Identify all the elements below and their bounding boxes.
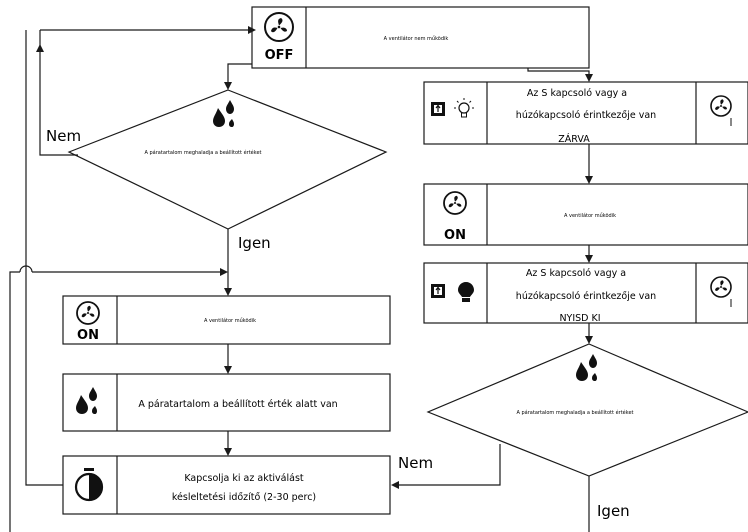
light-on-icon	[458, 282, 474, 302]
door-switch-icon	[431, 284, 445, 298]
fan-icon	[710, 276, 732, 307]
left-diamond-text: A páratartalom meghaladja a beállított é…	[145, 149, 262, 156]
humidity-decision-right: A páratartalom meghaladja a beállított é…	[426, 343, 748, 477]
fan-on-icon	[76, 301, 100, 325]
fan-off-text: A ventilátor nem működik	[384, 35, 449, 42]
humidity-decision-left: A páratartalom meghaladja a beállított é…	[67, 89, 388, 230]
fan-on-text-right: A ventilátor működik	[564, 212, 616, 219]
fan-off-box: OFF A ventilátor nem működik	[251, 6, 590, 69]
right-yes-label: Igen	[597, 502, 630, 520]
fan-on-text-left: A ventilátor működik	[204, 317, 256, 324]
switch-open-box: Az S kapcsoló vagy a húzókapcsoló érintk…	[423, 262, 748, 324]
switch-closed-box: Az S kapcsoló vagy a húzókapcsoló érintk…	[423, 81, 748, 145]
fan-on-icon	[443, 191, 467, 215]
switch-open-line2: húzókapcsoló érintkezője van	[516, 291, 656, 302]
switch-open-line1: Az S kapcsoló vagy a	[526, 268, 626, 279]
timer-line2: késleltetési időzítő (2-30 perc)	[172, 492, 316, 503]
humidity-below-text: A páratartalom a beállított érték alatt …	[138, 399, 337, 410]
fan-on-box-left: ON A ventilátor működik	[62, 295, 391, 345]
switch-closed-line3: ZÁRVA	[558, 133, 590, 145]
door-switch-icon	[431, 102, 445, 116]
on-label: ON	[444, 228, 466, 243]
timer-box: Kapcsolja ki az aktiválást késleltetési …	[62, 455, 391, 515]
on-label: ON	[77, 328, 99, 343]
switch-open-line3: NYISD KI	[559, 313, 600, 324]
timer-line1: Kapcsolja ki az aktiválást	[184, 473, 304, 484]
off-label: OFF	[265, 48, 294, 63]
switch-closed-line1: Az S kapcsoló vagy a	[527, 88, 627, 99]
light-off-icon	[454, 98, 474, 118]
right-no-label: Nem	[398, 454, 433, 472]
fan-icon	[710, 95, 732, 126]
fan-off-icon	[264, 12, 294, 42]
left-yes-label: Igen	[238, 234, 271, 252]
humidity-below-box: A páratartalom a beállított érték alatt …	[62, 373, 391, 432]
fan-on-box-right: ON A ventilátor működik	[423, 183, 748, 246]
left-no-label: Nem	[46, 127, 81, 145]
right-diamond-text: A páratartalom meghaladja a beállított é…	[517, 409, 634, 416]
timer-icon	[74, 468, 104, 502]
switch-closed-line2: húzókapcsoló érintkezője van	[516, 110, 656, 121]
